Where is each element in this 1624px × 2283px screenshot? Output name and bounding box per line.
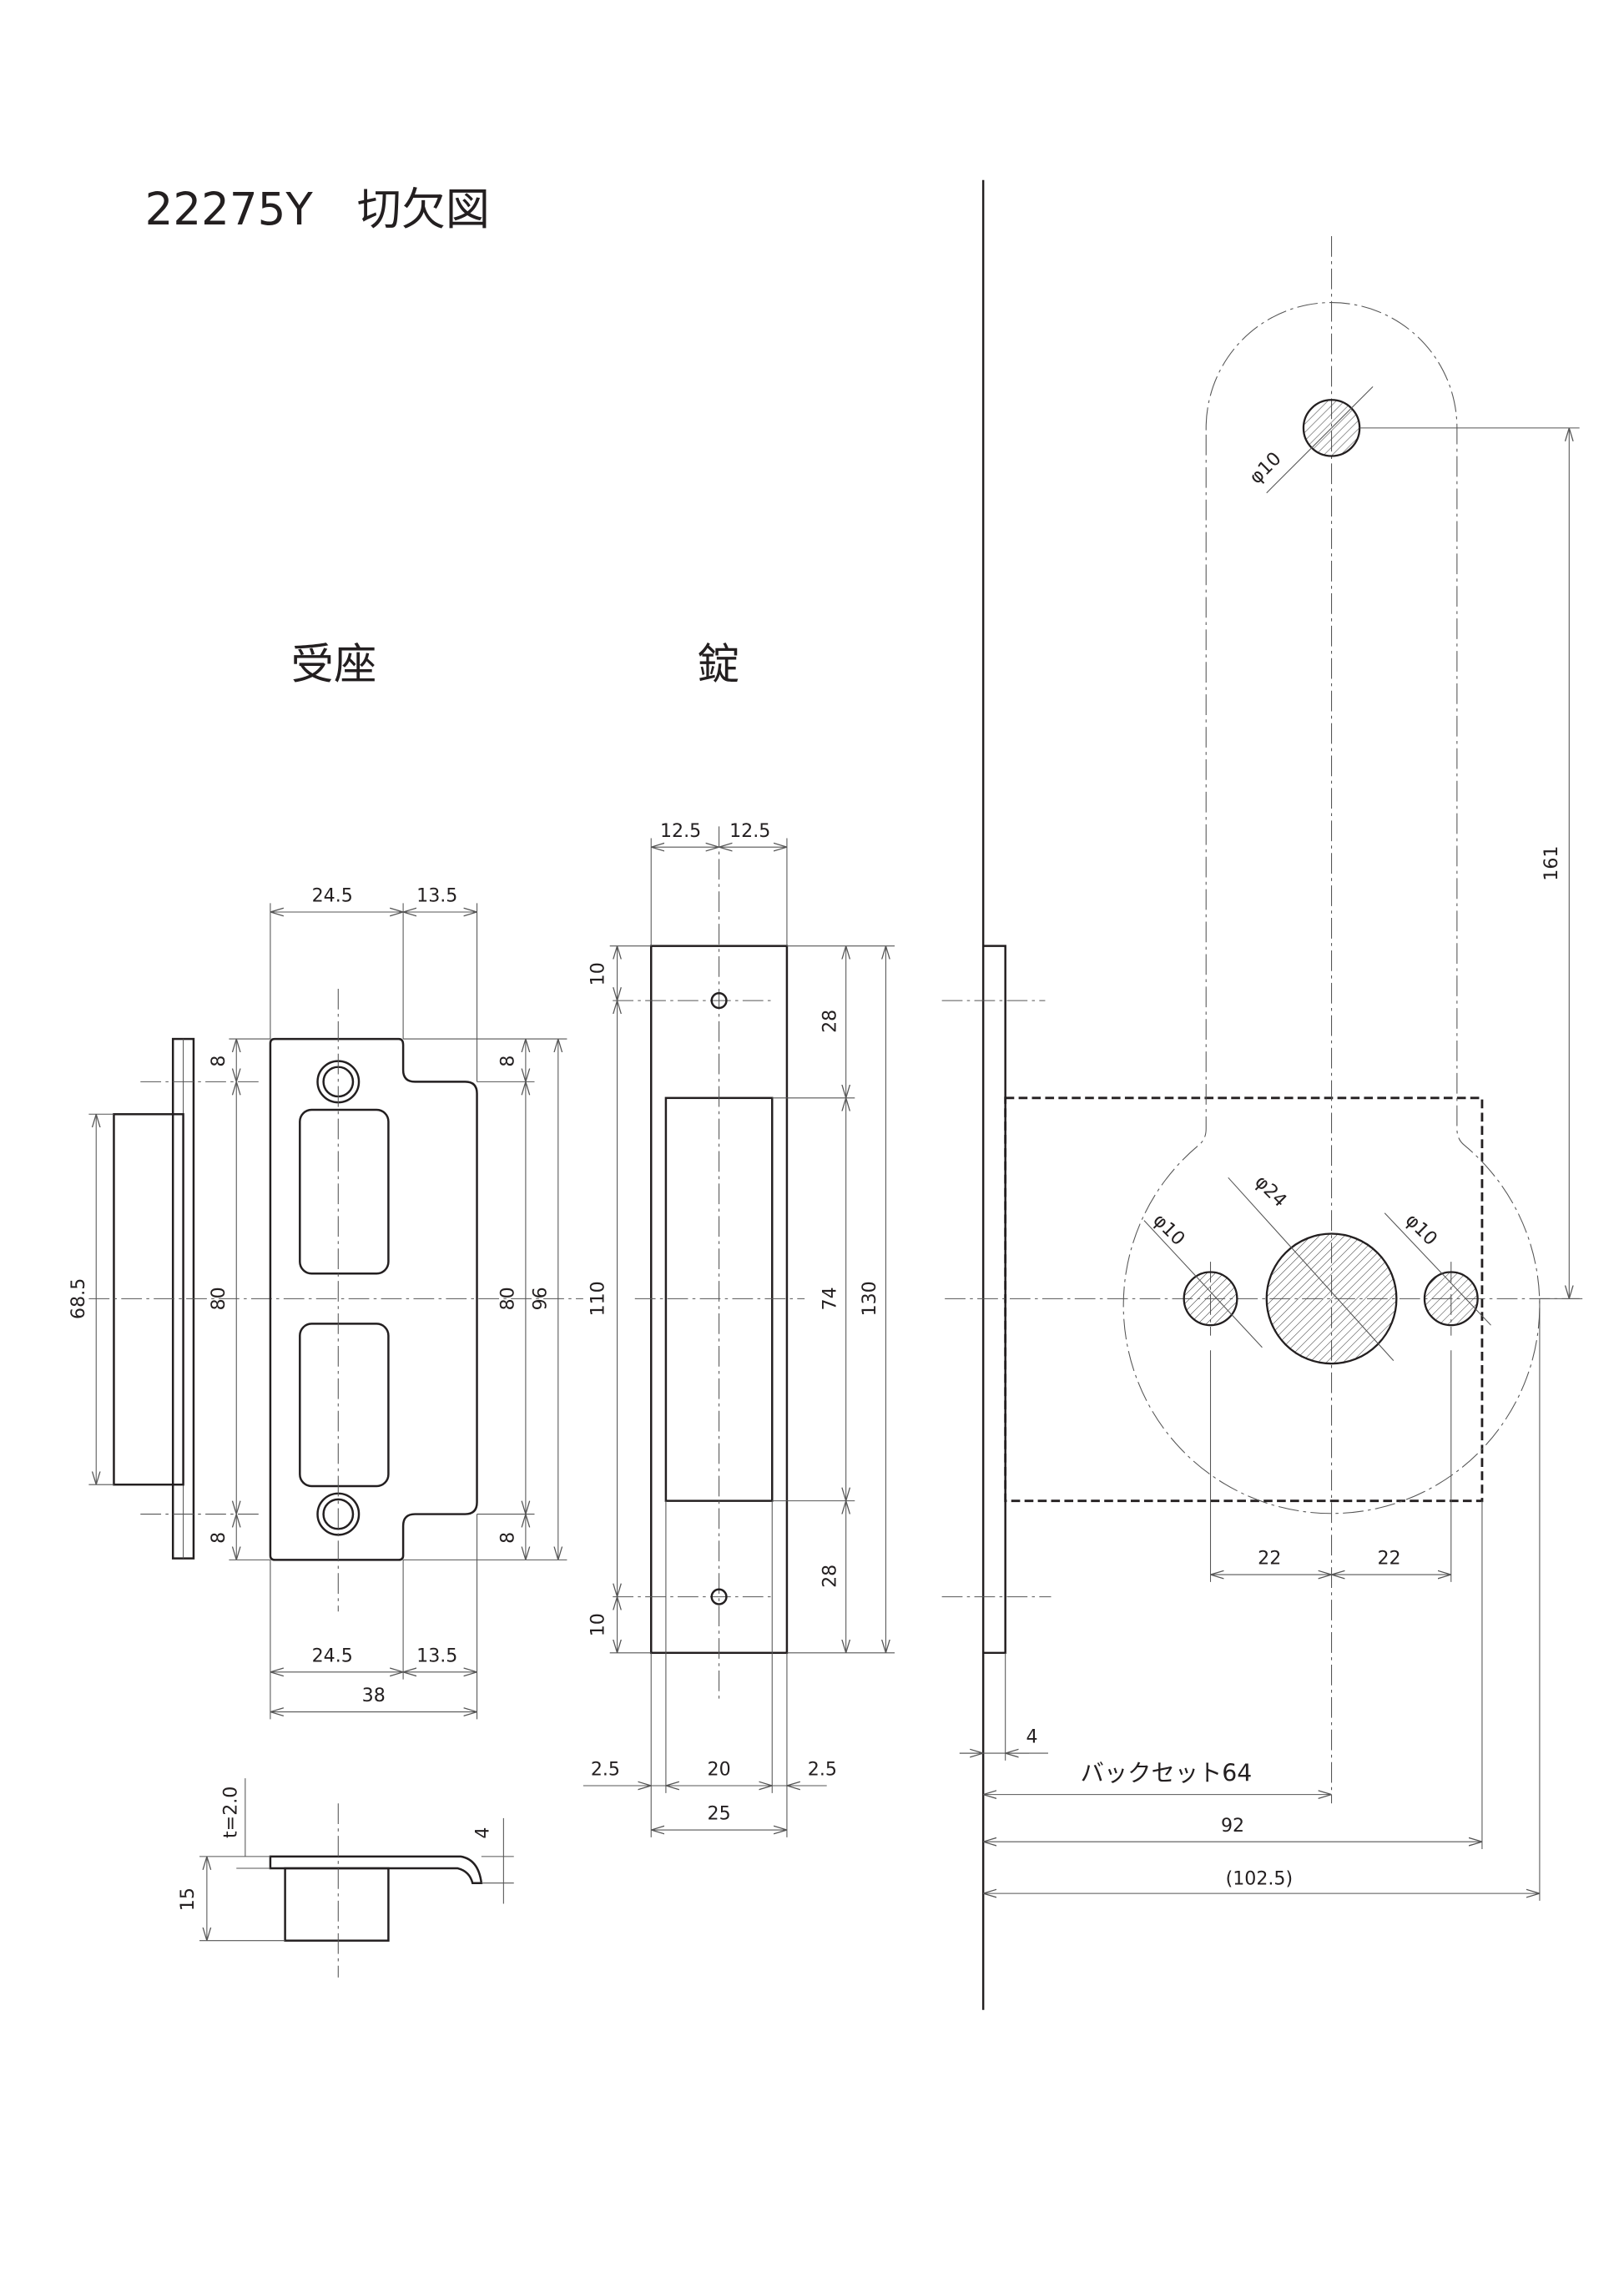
dim-right-28a: 28	[819, 1010, 840, 1033]
dim-left-10a: 10	[588, 962, 609, 985]
dim-right-mid80: 80	[497, 1287, 519, 1310]
strike-bottom-view: 15 t=2.0 4	[177, 1778, 514, 1978]
dim-depth: 15	[177, 1887, 199, 1911]
drawing-title: 22275Y 切欠図	[145, 184, 490, 235]
dim-hole-main: φ24	[1250, 1171, 1291, 1212]
dim-thickness: t=2.0	[219, 1787, 241, 1838]
dim-bot8: 8	[208, 1532, 229, 1544]
dim-margin-right: 2.5	[808, 1759, 837, 1781]
dim-margin-center: 20	[708, 1759, 731, 1781]
dim-w1-bottom: 24.5	[312, 1645, 353, 1666]
dim-total-width: 38	[362, 1685, 386, 1706]
dim-right-74: 74	[819, 1287, 840, 1310]
door-cutout-view: φ10 φ24 φ10 φ10 22 22 161 4 バックセット64 92 …	[941, 235, 1587, 1901]
dim-top8: 8	[208, 1056, 229, 1067]
lock-heading: 錠	[697, 640, 739, 690]
dim-left-10b: 10	[588, 1613, 609, 1636]
dim-h130: 130	[859, 1281, 880, 1316]
strike-heading: 受座	[291, 640, 377, 690]
dim-w2: 13.5	[416, 885, 457, 907]
dim-spacing-right: 22	[1377, 1548, 1400, 1570]
dim-top-right: 12.5	[729, 820, 770, 842]
dim-hole-left: φ10	[1148, 1209, 1189, 1250]
dim-width-25: 25	[708, 1803, 731, 1825]
dim-top-left: 12.5	[660, 820, 701, 842]
dim-left-110: 110	[588, 1281, 609, 1316]
dim-height-161: 161	[1541, 846, 1562, 881]
dim-mid80: 80	[208, 1287, 229, 1310]
dim-right-28b: 28	[819, 1565, 840, 1588]
dim-102-5: (102.5)	[1226, 1867, 1294, 1889]
dim-hole-right: φ10	[1401, 1209, 1442, 1250]
dim-right-top8: 8	[497, 1056, 519, 1067]
dim-right-bot8: 8	[497, 1532, 519, 1544]
strike-side-view: 68.5	[68, 1037, 583, 1560]
dim-lip: 4	[472, 1827, 494, 1839]
lock-faceplate-view: 12.5 12.5 10 110 10 28 74 28 130 2.5 20 …	[583, 820, 895, 1837]
dim-w1: 24.5	[312, 885, 353, 907]
dim-backset: バックセット64	[1081, 1760, 1253, 1787]
dim-w2-bottom: 13.5	[416, 1645, 457, 1666]
dim-box-height: 68.5	[68, 1278, 89, 1319]
strike-front-view: 24.5 13.5 24.5 13.5 38 8 80 8 8 80 8 96	[208, 885, 567, 1720]
dim-margin-left: 2.5	[591, 1759, 620, 1781]
dim-hole-top: φ10	[1245, 448, 1286, 489]
dim-92: 92	[1221, 1815, 1244, 1837]
dim-spacing-left: 22	[1258, 1548, 1281, 1570]
dim-h96: 96	[530, 1287, 552, 1310]
dim-edge-4: 4	[1026, 1726, 1037, 1748]
